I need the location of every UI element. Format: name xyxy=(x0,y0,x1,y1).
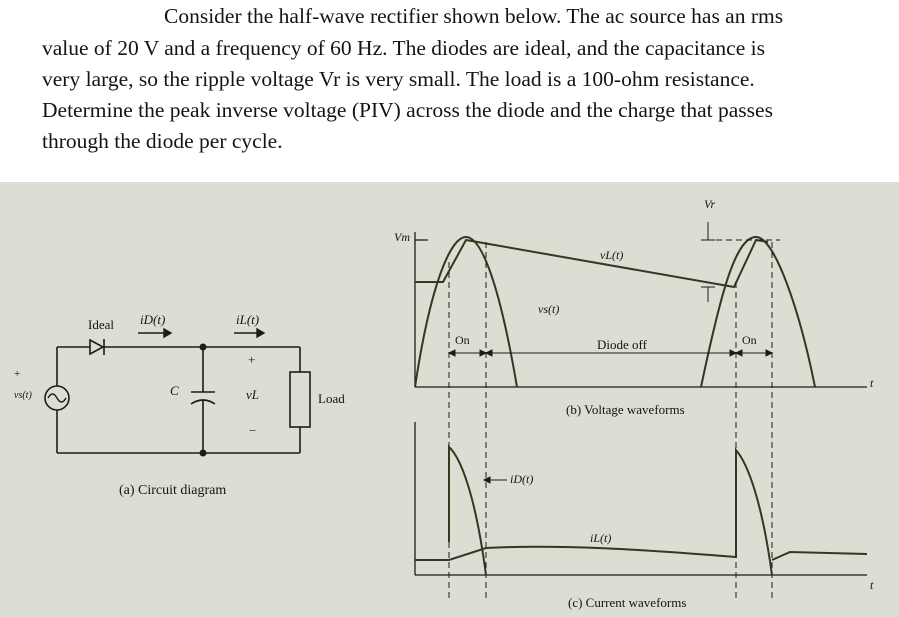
capacitor-label: C xyxy=(170,383,179,398)
diode-current-label: iD(t) xyxy=(140,312,166,327)
current-axes xyxy=(414,422,867,576)
cap-bottom-node xyxy=(199,449,207,457)
id-waveform xyxy=(448,444,487,576)
vl-label: vL xyxy=(246,387,259,402)
on-interval-arrows xyxy=(447,349,774,357)
on-label-2: On xyxy=(742,333,757,347)
circuit-diagram xyxy=(56,346,301,454)
ripple-arrows xyxy=(701,222,715,302)
diode-label: Ideal xyxy=(88,317,114,332)
il-waveform xyxy=(415,447,773,576)
vl-wave-label: vL(t) xyxy=(600,248,624,262)
load-current-label: iL(t) xyxy=(236,312,260,327)
on-label-1: On xyxy=(455,333,470,347)
problem-line-2: value of 20 V and a frequency of 60 Hz. … xyxy=(42,36,765,60)
id-wave-label: iD(t) xyxy=(510,472,534,486)
load-label: Load xyxy=(318,391,345,406)
figure-drawing xyxy=(44,222,868,602)
vs-waveform xyxy=(414,235,816,388)
current-t-label: t xyxy=(870,578,874,592)
diode-off-label: Diode off xyxy=(597,337,647,352)
vr-label: Vr xyxy=(704,197,716,211)
id-arrow xyxy=(482,476,507,484)
voltage-t-label: t xyxy=(870,376,874,390)
current-arrows xyxy=(138,327,266,339)
problem-line-1: Consider the half-wave rectifier shown b… xyxy=(164,4,784,28)
problem-line-4: Determine the peak inverse voltage (PIV)… xyxy=(42,98,773,122)
voltage-guides xyxy=(448,239,780,602)
circuit-caption: (a) Circuit diagram xyxy=(119,483,227,498)
vs-wave-label: vs(t) xyxy=(538,302,560,316)
plus-label: + xyxy=(14,368,21,380)
voltage-caption: (b) Voltage waveforms xyxy=(566,402,685,417)
problem-line-5: through the diode per cycle. xyxy=(42,129,283,153)
textbook-figure: + vs(t) Ideal iD(t) iL(t) C + vL − Load … xyxy=(0,182,899,617)
cap-top-node xyxy=(199,343,207,351)
source-label: vs(t) xyxy=(14,390,32,401)
problem-line-3: very large, so the ripple voltage Vr is … xyxy=(42,67,755,91)
vm-label: Vm xyxy=(394,230,410,244)
il-wave-label: iL(t) xyxy=(590,531,612,545)
vl-waveform xyxy=(415,238,769,289)
current-caption: (c) Current waveforms xyxy=(568,595,687,610)
voltage-axes xyxy=(414,232,867,388)
diode-icon xyxy=(89,338,105,356)
vl-plus-label: + xyxy=(248,352,256,367)
load-resistor xyxy=(289,371,311,428)
vl-minus-label: − xyxy=(249,423,257,438)
